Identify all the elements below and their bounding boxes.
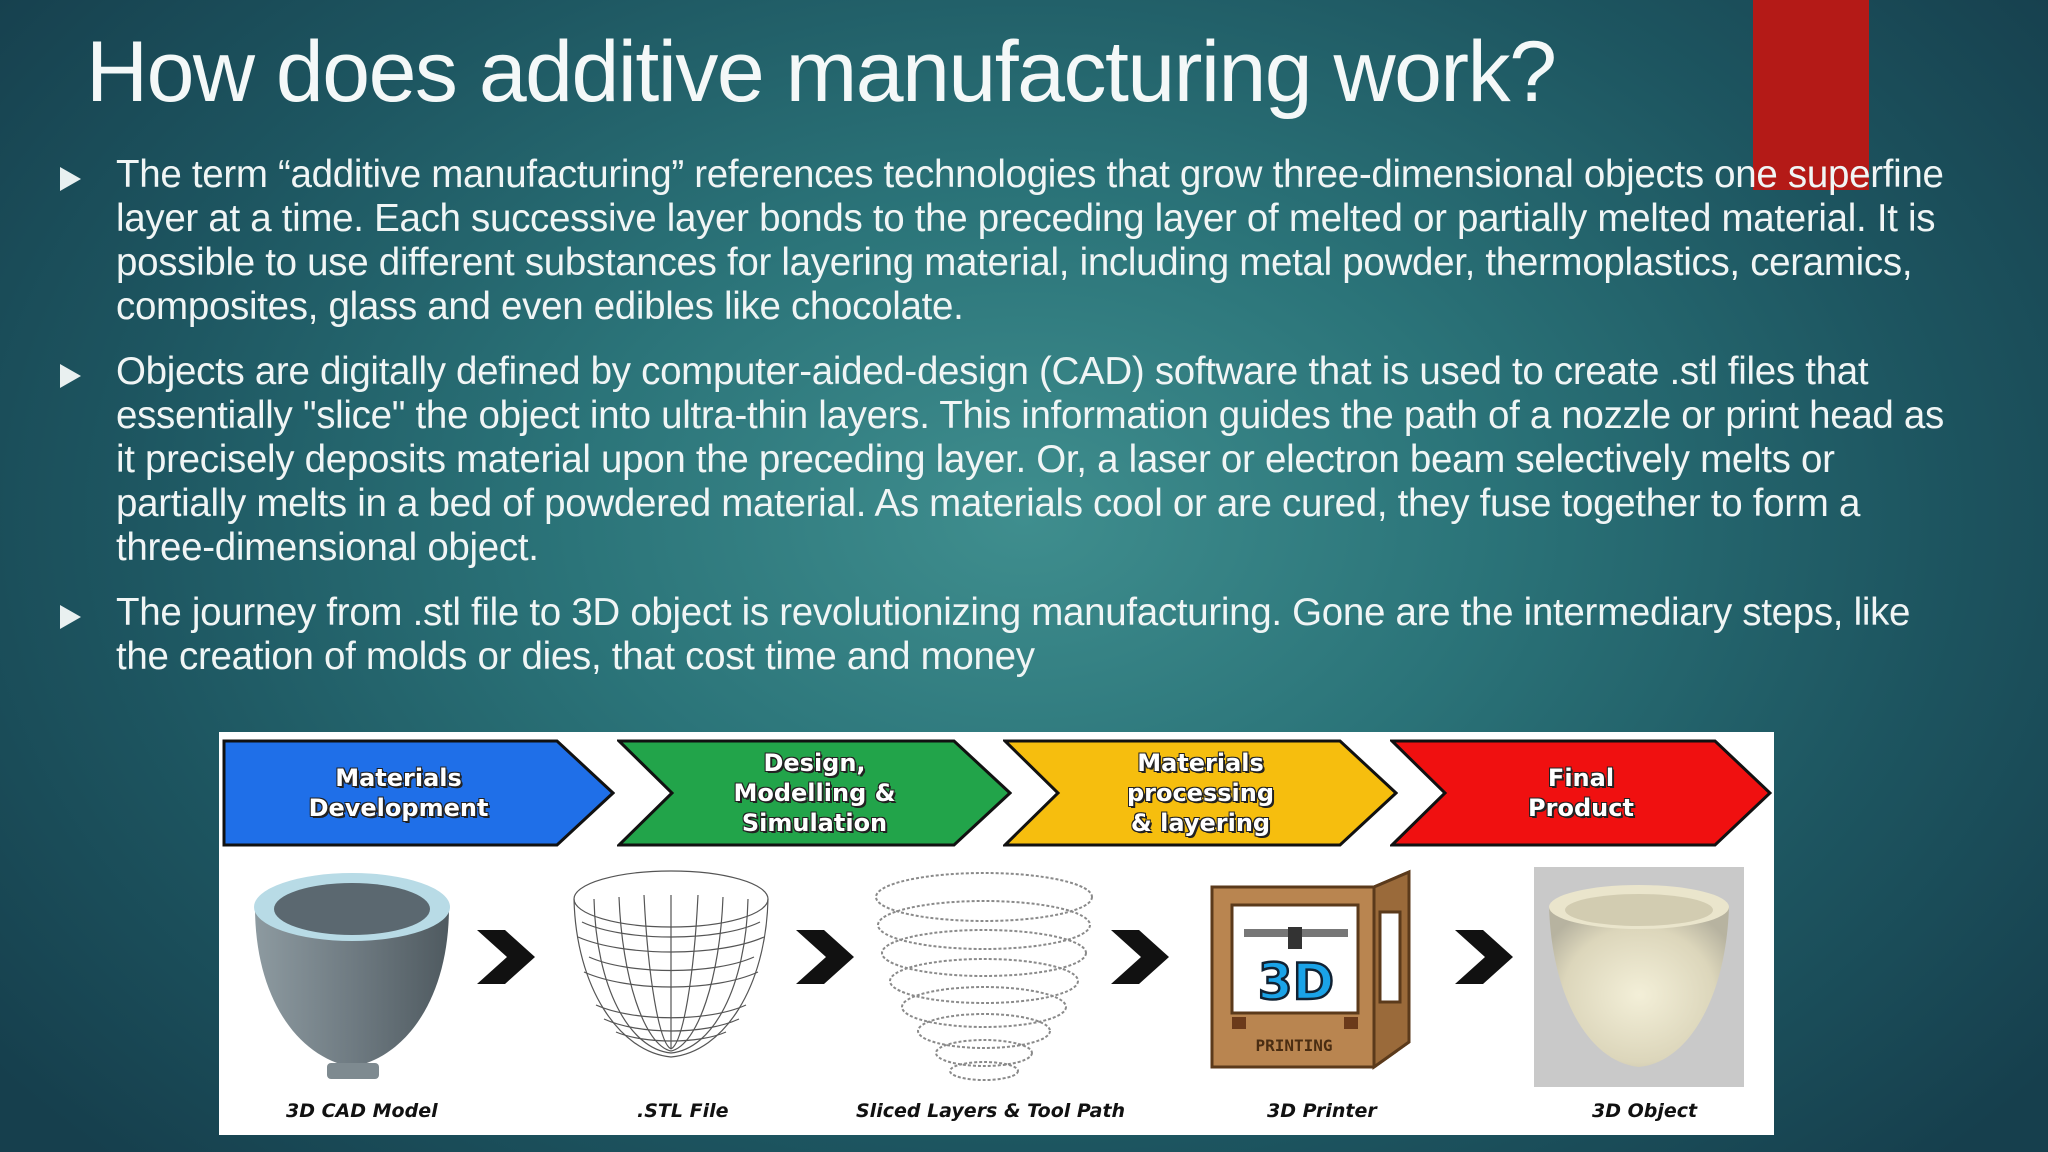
printer-label: PRINTING	[1255, 1036, 1332, 1055]
bullet-text: The journey from .stl file to 3D object …	[116, 591, 1911, 678]
bullet-text: Objects are digitally defined by compute…	[116, 350, 1944, 569]
step-caption: 3D Object	[1592, 1100, 1698, 1122]
stage-label: Design, Modelling & Simulation	[733, 749, 896, 837]
cad-bowl-icon	[254, 873, 450, 1079]
sliced-layers-icon	[875, 872, 1093, 1081]
triangle-bullet-icon	[60, 364, 81, 388]
printer-badge: 3D	[1258, 953, 1334, 1011]
stage-label: Materials processing & layering	[1126, 749, 1275, 837]
chevron-right-icon	[1111, 930, 1169, 984]
stage-label: Materials Development	[308, 764, 489, 822]
chevron-right-icon	[796, 930, 854, 984]
slide-title: How does additive manufacturing work?	[86, 24, 1557, 120]
arrow-shape	[1003, 739, 1398, 847]
step-caption: .STL File	[637, 1100, 729, 1122]
stage-arrow-materials-processing: Materials processing & layering	[1003, 739, 1398, 847]
wireframe-bowl-icon	[573, 870, 769, 1058]
bullet-item: The term “additive manufacturing” refere…	[60, 153, 1960, 329]
triangle-bullet-icon	[60, 167, 81, 191]
stage-arrow-design: Design, Modelling & Simulation	[617, 739, 1012, 847]
arrow-shape	[1390, 739, 1772, 847]
chevron-right-icon	[1455, 930, 1513, 984]
step-caption: 3D CAD Model	[286, 1100, 438, 1122]
accent-bar	[1753, 0, 1869, 190]
stage-arrow-materials-development: Materials Development	[222, 739, 615, 847]
bullet-list: The term “additive manufacturing” refere…	[60, 153, 1960, 700]
bullet-item: Objects are digitally defined by compute…	[60, 350, 1960, 570]
arrow-shape	[222, 739, 615, 847]
printed-bowl-icon	[1534, 867, 1744, 1087]
arrow-shape	[617, 739, 1012, 847]
chevron-right-icon	[477, 930, 535, 984]
stage-label: Final Product	[1528, 764, 1634, 822]
bullet-text: The term “additive manufacturing” refere…	[116, 153, 1944, 328]
step-caption: 3D Printer	[1267, 1100, 1377, 1122]
triangle-bullet-icon	[60, 605, 81, 629]
bullet-item: The journey from .stl file to 3D object …	[60, 591, 1960, 679]
step-caption: Sliced Layers & Tool Path	[856, 1100, 1126, 1122]
stage-arrow-final-product: Final Product	[1390, 739, 1772, 847]
printer-icon: 3D PRINTING	[1210, 869, 1411, 1070]
process-diagram: Materials Development Design, Modelling …	[219, 732, 1774, 1135]
